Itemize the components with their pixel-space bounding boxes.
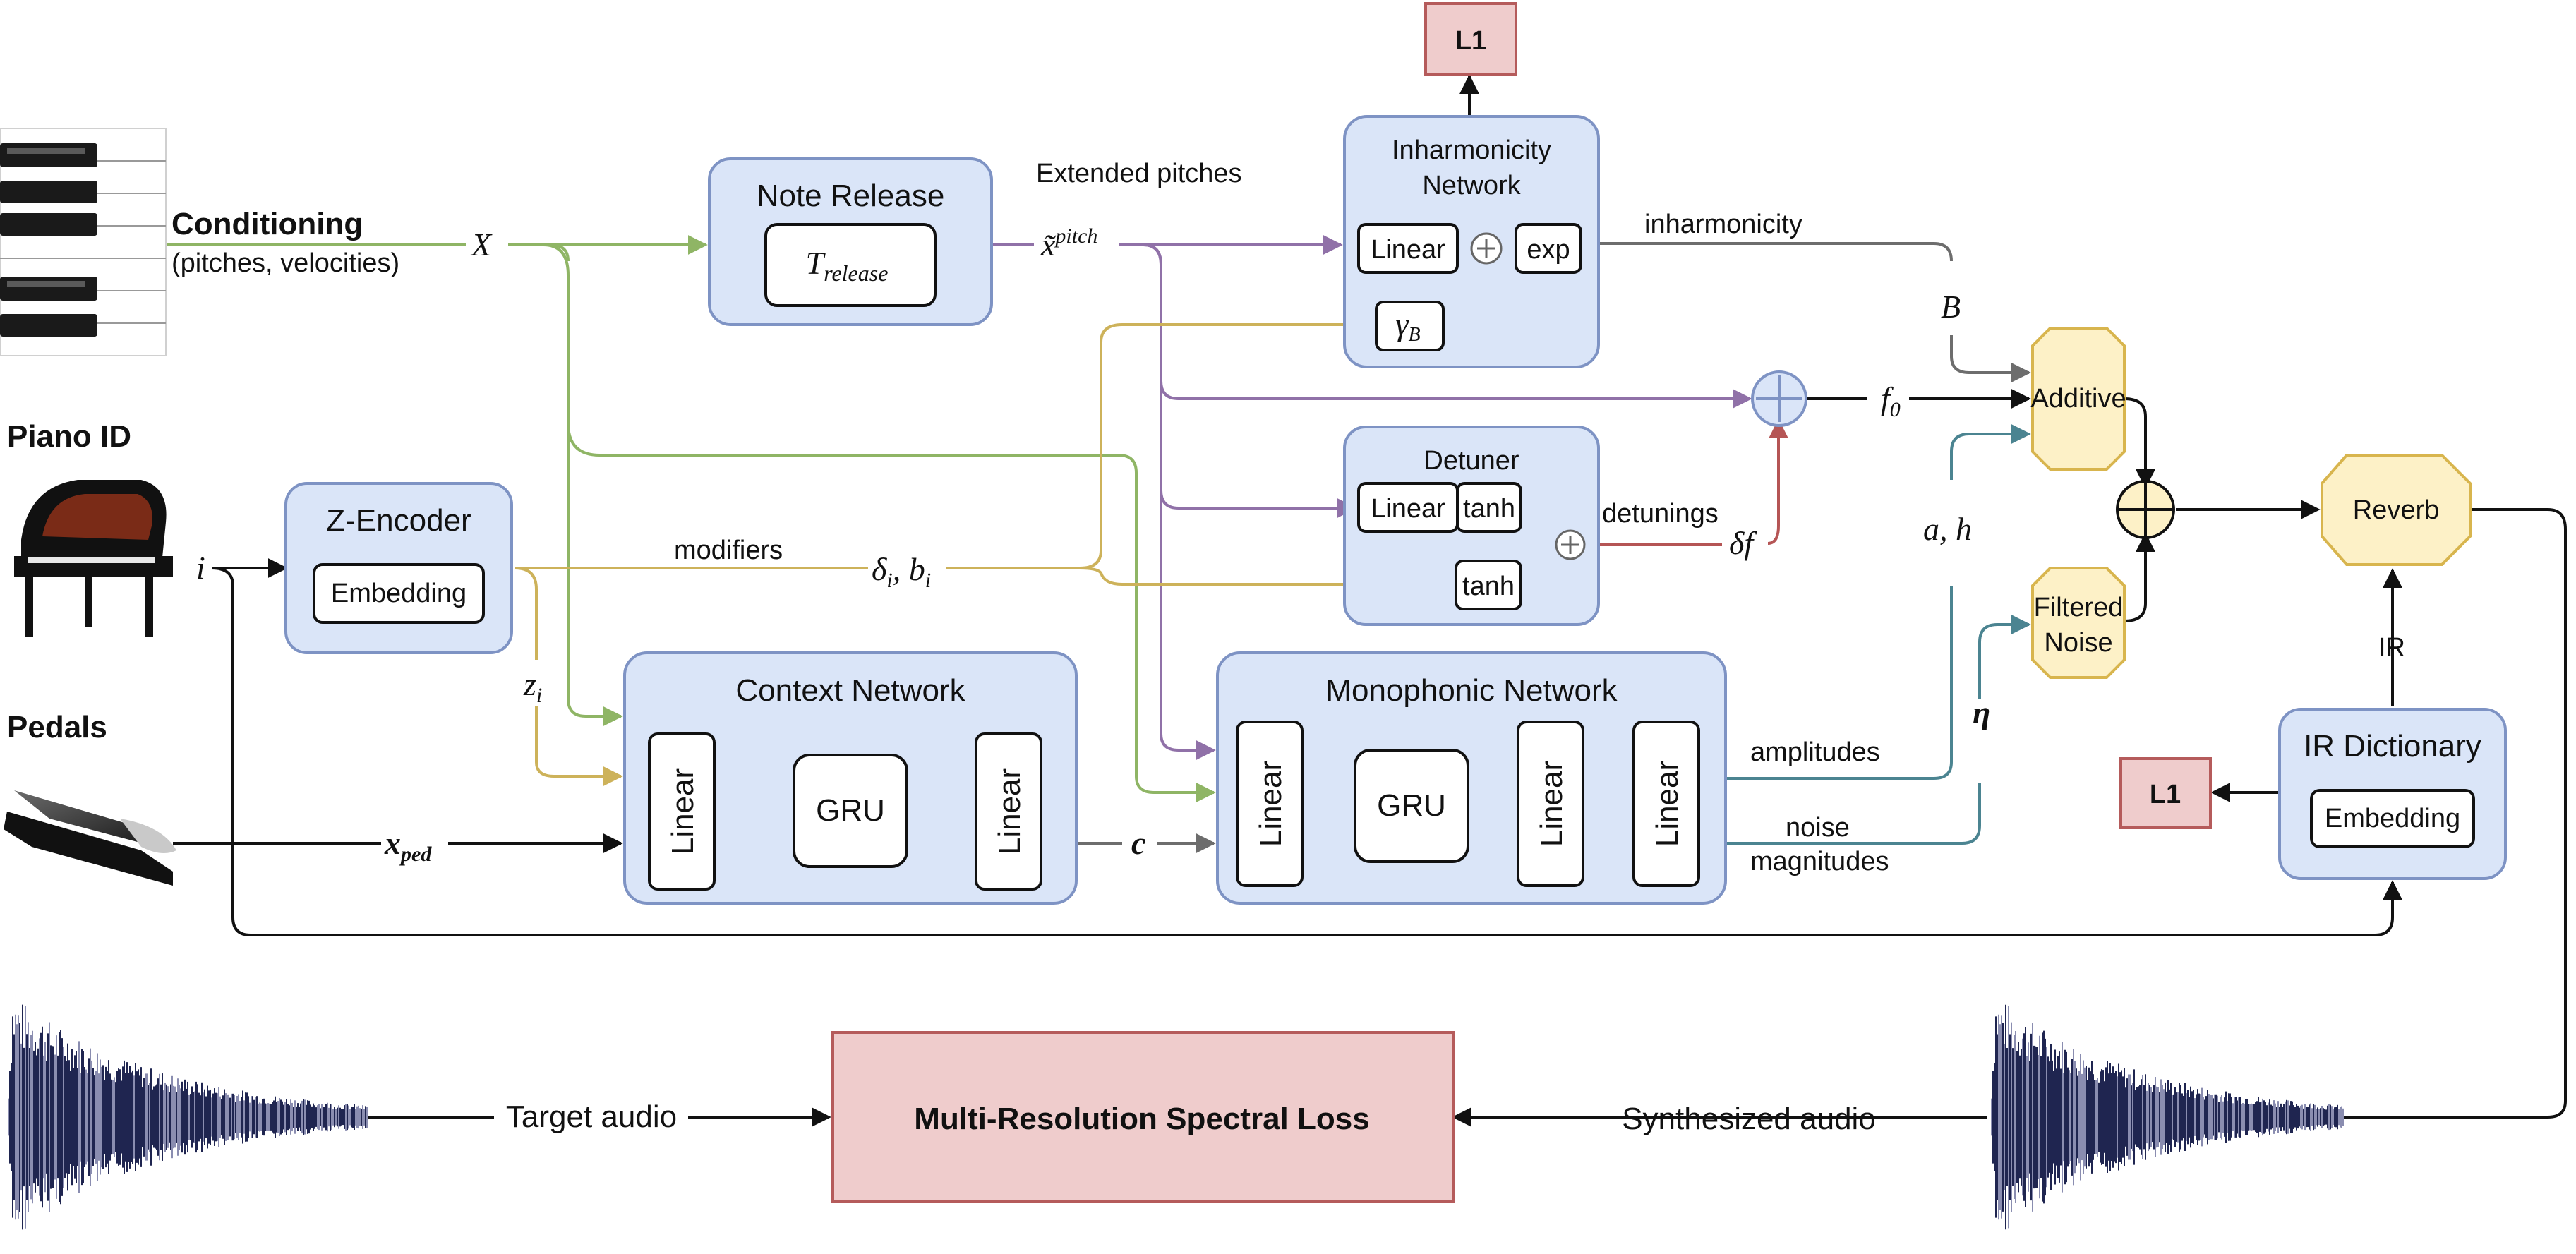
monophonic-network-title: Monophonic Network [1325,673,1618,708]
delta-b-variable: δi, bi [872,551,931,592]
det-linear-label: Linear [1371,494,1445,524]
modifiers-label: modifiers [674,536,783,565]
synthesized-audio-label: Synthesized audio [1622,1102,1876,1136]
ir-embedding-label: Embedding [2325,804,2460,833]
c-variable: c [1131,825,1145,861]
ir-dictionary-title: IR Dictionary [2304,729,2481,764]
reverb-block: Reverb [2321,454,2472,566]
l1-bottom-label: L1 [2150,780,2181,809]
gamma-b-label: γB [1395,306,1420,346]
i-variable: i [196,550,205,586]
detuner-title: Detuner [1424,446,1519,476]
x-ped-variable: xped [384,825,432,866]
grand-piano-icon [14,480,173,637]
x-variable: X [470,227,493,263]
pedals-label: Pedals [7,710,107,744]
inh-linear-label: Linear [1371,235,1445,265]
target-audio-label: Target audio [506,1099,677,1134]
ir-dictionary-block: IR Dictionary Embedding [2278,708,2507,880]
filtered-noise-line1: Filtered [2034,593,2124,622]
inharmonicity-title-line1: Inharmonicity [1392,135,1551,165]
mono-gru-label: GRU [1377,788,1446,823]
audio-waveform-icon [1991,1004,2344,1230]
noise-label-line2: magnitudes [1750,847,1889,876]
ctx-linear2-label: Linear [992,768,1027,855]
x-pitch-variable: x̃pitch [1040,224,1097,263]
noise-label-line1: noise [1786,813,1850,843]
det-tanh2-label: tanh [1462,572,1515,601]
delta-f-variable: δf [1729,525,1757,561]
t-release-label: Trelease [806,245,889,286]
ctx-linear1-label: Linear [666,768,700,855]
mono-linear1-label: Linear [1253,761,1288,847]
inharmonicity-network-block: Inharmonicity Network Linear exp γB [1343,115,1600,368]
filtered-noise-block: Filtered Noise [2031,567,2126,679]
z-encoder-embedding-label: Embedding [331,579,467,608]
f0-sum-node [1751,370,1807,427]
context-network-block: Context Network Linear GRU Linear [623,651,1078,905]
filtered-noise-line2: Noise [2044,628,2112,658]
detuner-block: Detuner Linear tanh tanh [1343,426,1600,626]
piano-keyboard-icon [0,128,167,356]
l1-loss-bottom: L1 [2119,757,2212,829]
inharmonicity-title-line2: Network [1422,171,1521,200]
extended-pitches-label: Extended pitches [1036,159,1242,188]
l1-top-label: L1 [1455,26,1486,56]
b-variable: B [1941,289,1961,325]
conditioning-sublabel: (pitches, velocities) [171,248,399,278]
mono-linear3-label: Linear [1650,761,1685,847]
sustain-pedal-icon [4,790,176,886]
piano-id-label: Piano ID [7,419,131,454]
ir-label: IR [2378,633,2405,663]
z-encoder-block: Z-Encoder Embedding [284,482,513,654]
reverb-label: Reverb [2353,495,2440,525]
context-network-title: Context Network [735,673,965,708]
spectral-loss-block: Multi-Resolution Spectral Loss [831,1031,1455,1203]
conditioning-label: Conditioning [171,207,363,241]
spectral-loss-label: Multi-Resolution Spectral Loss [914,1102,1369,1136]
a-h-variable: a, h [1923,511,1972,547]
note-release-title: Note Release [757,179,945,213]
ctx-gru-label: GRU [816,793,885,828]
additive-synth-block: Additive [2030,327,2126,471]
inharmonicity-wire-label: inharmonicity [1644,210,1802,239]
l1-loss-top: L1 [1424,2,1517,76]
z-encoder-title: Z-Encoder [326,503,471,538]
additive-label: Additive [2030,384,2126,414]
mix-sum-node [2116,480,2175,539]
eta-variable: η [1973,694,1990,730]
audio-waveform-icon [8,1004,368,1230]
det-tanh1-label: tanh [1463,494,1515,524]
inh-exp-label: exp [1527,235,1570,265]
mono-linear2-label: Linear [1534,761,1569,847]
note-release-block: Note Release Trelease [708,157,993,326]
amplitudes-label: amplitudes [1750,737,1880,767]
f0-variable: f0 [1881,380,1901,421]
z-variable: zi [523,666,542,707]
monophonic-network-block: Monophonic Network Linear GRU Linear Lin… [1216,651,1727,905]
detunings-label: detunings [1602,499,1719,529]
